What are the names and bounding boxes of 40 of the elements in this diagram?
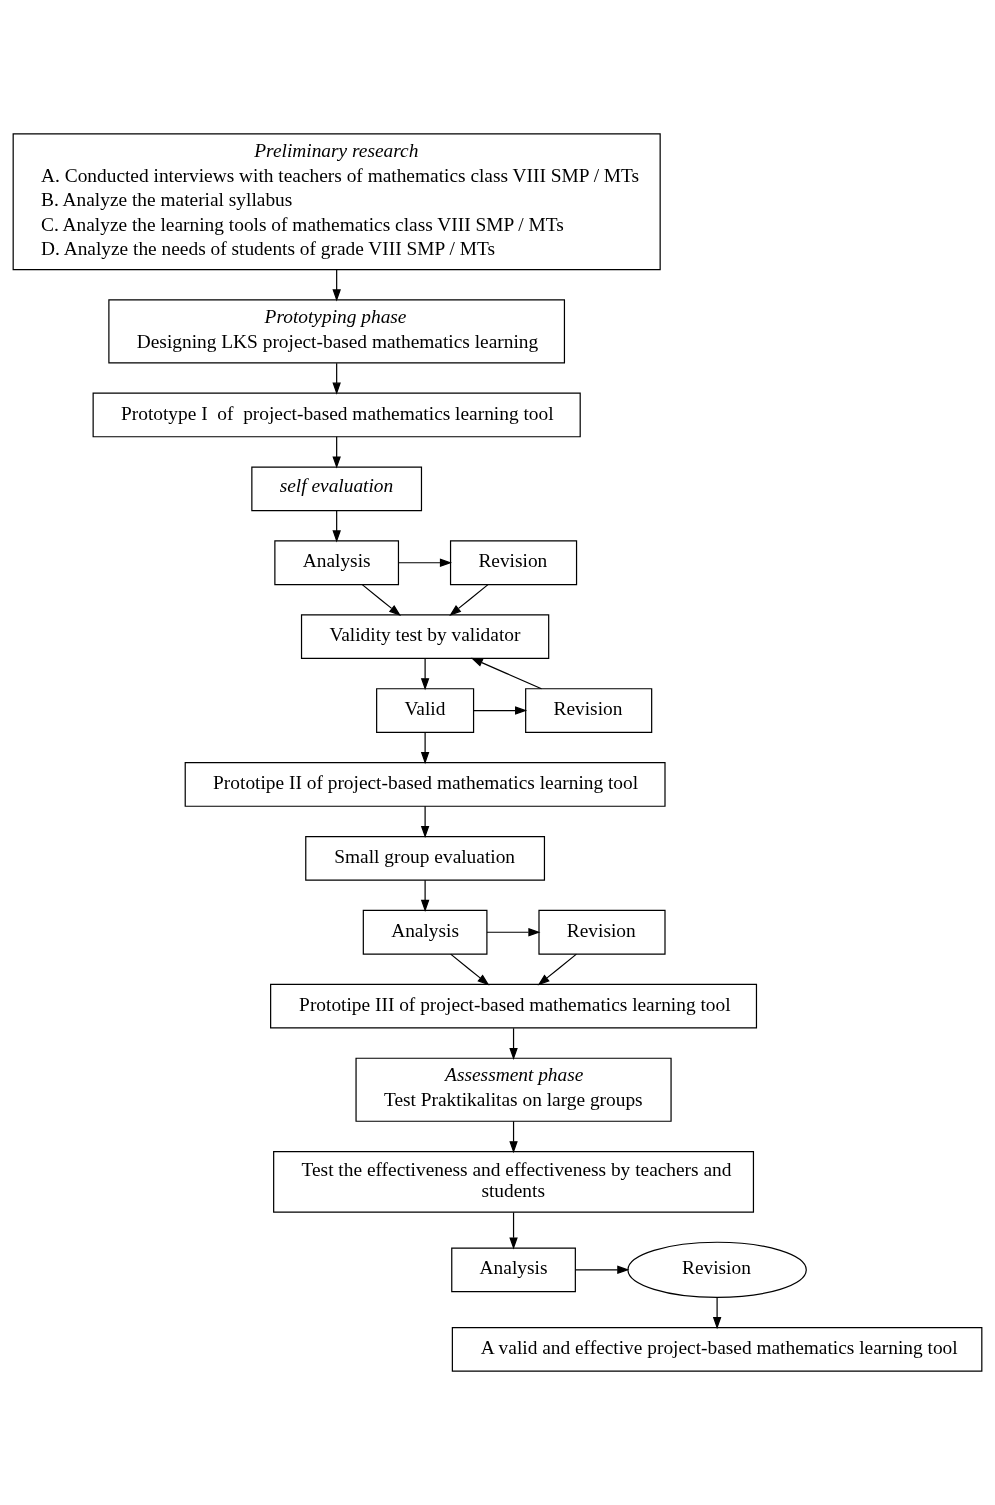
arrow — [332, 436, 341, 469]
node-box: Prototipe II of project-based mathematics learning tool — [184, 762, 666, 807]
arrow — [509, 1211, 518, 1250]
arrow — [470, 657, 543, 690]
arrow — [420, 805, 430, 839]
arrow — [574, 1265, 630, 1275]
arrow — [332, 269, 341, 302]
arrow — [712, 1296, 722, 1330]
node-box: Revision — [538, 909, 666, 955]
arrow — [332, 510, 341, 543]
arrow — [420, 731, 430, 765]
arrow — [397, 558, 453, 567]
arrow — [473, 706, 528, 715]
node-box: Prototipe III of project-based mathematics learning tool — [270, 983, 758, 1029]
node-box: Revision — [449, 540, 578, 586]
arrow — [361, 584, 401, 616]
arrow — [332, 362, 341, 395]
node-box: Preliminary research A. Conducted interviews with teachers of mathematics class VIII SMP / MTs B. Analyze the material syllabus C. Analyze the learning tools of mathematics class VIII SMP / MTs D. Analyze the needs of students of grade VIII SMP / MTs — [12, 133, 661, 271]
arrow — [509, 1120, 518, 1154]
node-box: Valid — [376, 688, 475, 733]
node-box: Small group evaluation — [305, 835, 546, 881]
arrow — [486, 928, 541, 937]
node-ellipse: Revision — [627, 1241, 807, 1298]
node-box: Analysis — [274, 540, 400, 586]
arrow — [509, 1027, 518, 1061]
node-box: Analysis — [362, 909, 488, 955]
node-box: Analysis — [451, 1247, 576, 1293]
arrow — [420, 879, 430, 912]
node-box: Revision — [525, 688, 653, 733]
node-box: Prototype I of project-based mathematics learning tool — [92, 392, 581, 438]
node-box: self evaluation — [251, 466, 423, 512]
node-box: Prototyping phase Designing LKS project-based mathematics learning — [108, 299, 566, 364]
arrow — [537, 953, 578, 986]
arrow — [420, 657, 430, 691]
node-box: Assessment phase Test Praktikalitas on large groups — [355, 1057, 672, 1122]
arrow — [450, 953, 490, 986]
node-box: Validity test by validator — [300, 614, 550, 660]
arrow — [449, 584, 489, 616]
node-box: Test the effectiveness and effectiveness by teachers and students — [273, 1150, 755, 1213]
node-box: A valid and effective project-based mathematics learning tool — [451, 1326, 983, 1372]
